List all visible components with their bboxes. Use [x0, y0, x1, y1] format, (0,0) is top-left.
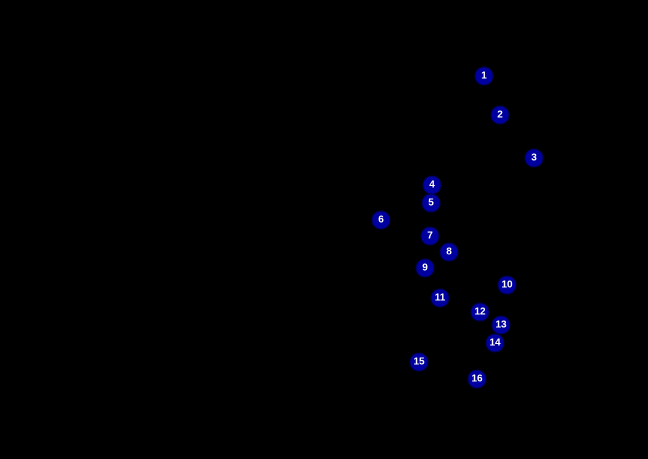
map-marker-12[interactable]: 12	[470, 302, 490, 322]
map-marker-9[interactable]: 9	[415, 258, 435, 278]
map-marker-1[interactable]: 1	[474, 66, 494, 86]
map-marker-15[interactable]: 15	[409, 352, 429, 372]
map-marker-16[interactable]: 16	[467, 369, 487, 389]
map-marker-7[interactable]: 7	[420, 226, 440, 246]
map-marker-6[interactable]: 6	[371, 210, 391, 230]
map-marker-13[interactable]: 13	[491, 315, 511, 335]
map-marker-8[interactable]: 8	[439, 242, 459, 262]
map-marker-3[interactable]: 3	[524, 148, 544, 168]
map-marker-4[interactable]: 4	[422, 175, 442, 195]
map-marker-5[interactable]: 5	[421, 193, 441, 213]
map-marker-14[interactable]: 14	[485, 333, 505, 353]
map-marker-11[interactable]: 11	[430, 288, 450, 308]
map-marker-2[interactable]: 2	[490, 105, 510, 125]
map-marker-10[interactable]: 10	[497, 275, 517, 295]
